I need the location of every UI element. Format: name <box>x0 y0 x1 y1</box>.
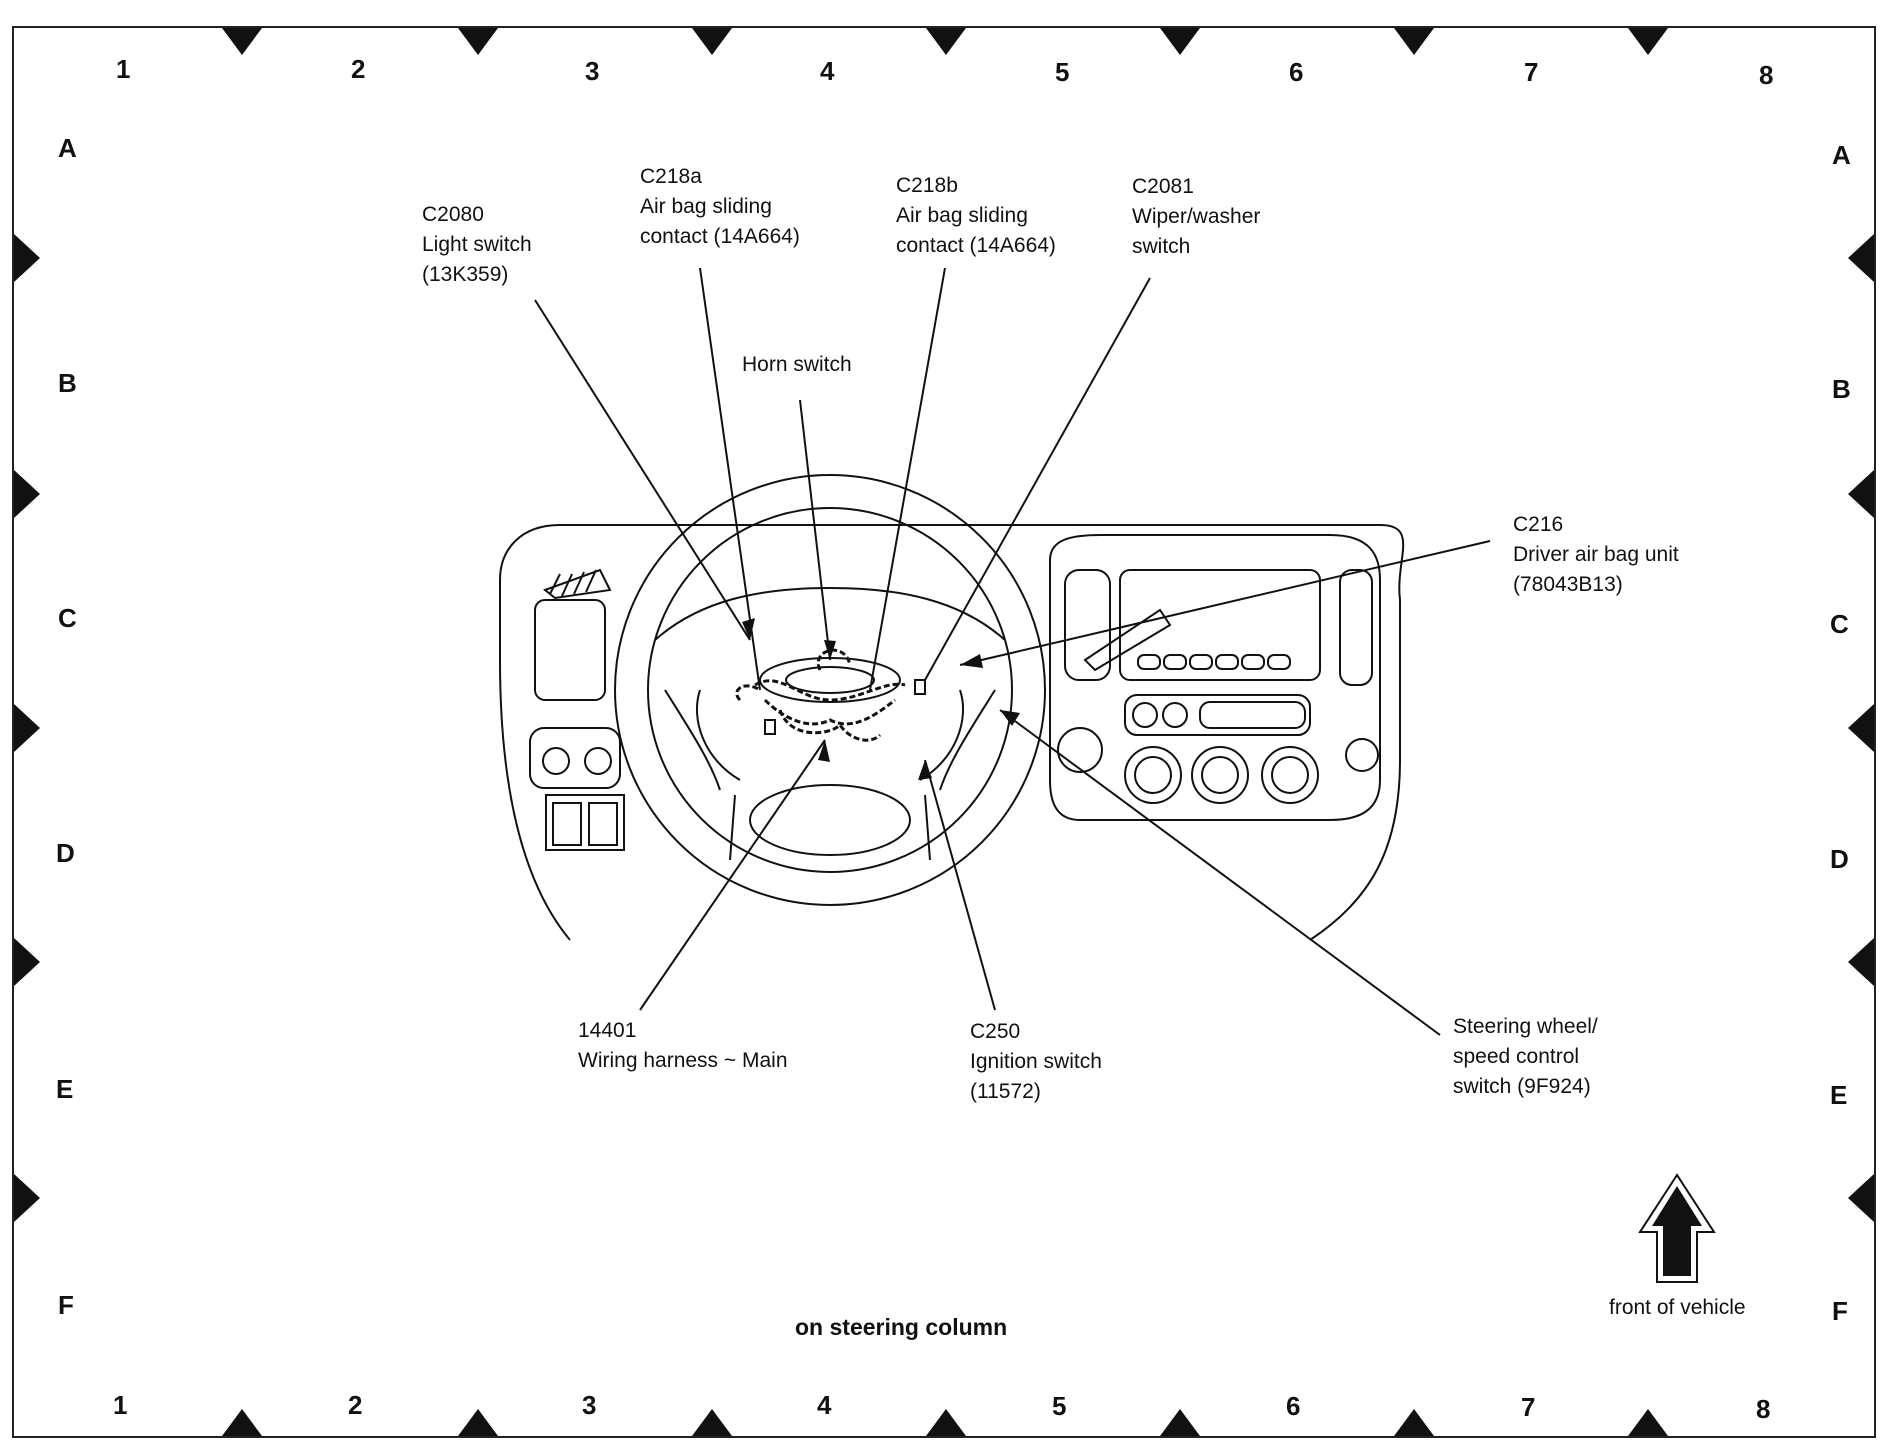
callout-c216-line2: (78043B13) <box>1513 573 1623 596</box>
callout-c218a: C218a Air bag sliding contact (14A664) <box>640 162 800 252</box>
column-label-top-8: 8 <box>1759 60 1774 90</box>
grid-marker-bottom-4 <box>926 1409 966 1436</box>
callout-c250: C250 Ignition switch (11572) <box>970 1017 1102 1107</box>
column-label-bottom-4: 4 <box>817 1390 832 1420</box>
grid-marker-left-1 <box>14 234 40 282</box>
column-label-top-7: 7 <box>1524 57 1539 87</box>
column-label-bottom-6: 6 <box>1286 1391 1301 1421</box>
column-label-bottom-3: 3 <box>582 1390 597 1420</box>
grid-marker-left-5 <box>14 1174 40 1222</box>
callout-steering-line3: switch (9F924) <box>1453 1075 1591 1098</box>
front-of-vehicle-label: front of vehicle <box>1609 1296 1746 1319</box>
column-label-top-5: 5 <box>1055 57 1070 87</box>
callout-horn-line1: Horn switch <box>742 353 852 376</box>
row-label-left-c: C <box>58 603 77 633</box>
grid-marker-right-3 <box>1848 704 1874 752</box>
callout-c218a-line1: Air bag sliding <box>640 195 772 218</box>
row-label-left-b: B <box>58 368 77 398</box>
grid-marker-left-2 <box>14 470 40 518</box>
callout-c218b: C218b Air bag sliding contact (14A664) <box>896 171 1056 261</box>
grid-marker-top-2 <box>458 28 498 55</box>
callout-c250-id: C250 <box>970 1020 1021 1043</box>
column-label-top-3: 3 <box>585 56 600 86</box>
callout-c2081-line2: switch <box>1132 235 1191 258</box>
row-label-right-d: D <box>1830 844 1849 874</box>
callout-horn-switch: Horn switch <box>742 350 852 380</box>
row-label-right-e: E <box>1830 1080 1848 1110</box>
grid-marker-left-3 <box>14 704 40 752</box>
grid-marker-bottom-3 <box>692 1409 732 1436</box>
row-label-left-f: F <box>58 1290 74 1320</box>
grid-marker-left-4 <box>14 938 40 986</box>
column-label-top-1: 1 <box>116 54 131 84</box>
grid-marker-right-5 <box>1848 1174 1874 1222</box>
leader-lines <box>534 267 1491 1036</box>
grid-marker-right-2 <box>1848 470 1874 518</box>
grid-marker-top-4 <box>926 28 966 55</box>
grid-marker-bottom-5 <box>1160 1409 1200 1436</box>
row-label-right-f: F <box>1832 1296 1848 1326</box>
callout-c2081: C2081 Wiper/washer switch <box>1132 172 1260 262</box>
row-label-right-b: B <box>1832 374 1851 404</box>
row-label-left-a: A <box>58 133 77 163</box>
grid-marker-bottom-2 <box>458 1409 498 1436</box>
callout-steering-wheel-speed-control: Steering wheel/ speed control switch (9F… <box>1453 1012 1598 1102</box>
grid-marker-right-1 <box>1848 234 1874 282</box>
callout-c218a-id: C218a <box>640 165 702 188</box>
dashboard-drawing <box>499 474 1405 941</box>
grid-marker-top-1 <box>222 28 262 55</box>
callout-c2080-line1: Light switch <box>422 233 532 256</box>
callout-c218a-line2: contact (14A664) <box>640 225 800 248</box>
column-label-bottom-5: 5 <box>1052 1391 1067 1421</box>
callout-14401: 14401 Wiring harness ~ Main <box>578 1016 788 1076</box>
column-label-top-4: 4 <box>820 56 835 86</box>
callout-c2080: C2080 Light switch (13K359) <box>422 200 532 290</box>
grid-marker-bottom-7 <box>1628 1409 1668 1436</box>
column-label-bottom-1: 1 <box>113 1390 128 1420</box>
row-label-right-a: A <box>1832 140 1851 170</box>
grid-marker-bottom-1 <box>222 1409 262 1436</box>
callout-steering-line2: speed control <box>1453 1045 1580 1068</box>
grid-marker-right-4 <box>1848 938 1874 986</box>
callout-c2081-id: C2081 <box>1132 175 1194 198</box>
callout-14401-line1: Wiring harness ~ Main <box>578 1049 788 1072</box>
callout-c250-line1: Ignition switch <box>970 1050 1102 1073</box>
column-label-top-6: 6 <box>1289 57 1304 87</box>
callout-c216-line1: Driver air bag unit <box>1513 543 1679 566</box>
leader-arrowheads <box>742 618 1020 780</box>
column-label-bottom-8: 8 <box>1756 1394 1771 1424</box>
callout-c218b-line1: Air bag sliding <box>896 204 1028 227</box>
grid-marker-top-5 <box>1160 28 1200 55</box>
callout-c2081-line1: Wiper/washer <box>1132 205 1261 228</box>
column-label-bottom-2: 2 <box>348 1390 363 1420</box>
column-label-bottom-7: 7 <box>1521 1392 1536 1422</box>
callout-steering-line1: Steering wheel/ <box>1453 1015 1598 1038</box>
grid-marker-bottom-6 <box>1394 1409 1434 1436</box>
callout-c218b-line2: contact (14A664) <box>896 234 1056 257</box>
callout-c2080-id: C2080 <box>422 203 484 226</box>
diagram-frame <box>12 26 1876 1438</box>
callout-c218b-id: C218b <box>896 174 958 197</box>
steering-wheel <box>614 474 1046 906</box>
grid-marker-top-6 <box>1394 28 1434 55</box>
row-label-left-d: D <box>56 838 75 868</box>
column-label-top-2: 2 <box>351 54 366 84</box>
callout-c216-id: C216 <box>1513 513 1564 536</box>
diagram-caption: on steering column <box>795 1314 1008 1340</box>
callout-14401-id: 14401 <box>578 1019 637 1042</box>
callout-c216: C216 Driver air bag unit (78043B13) <box>1513 510 1679 600</box>
wiring-harness <box>735 648 906 742</box>
callout-c2080-line2: (13K359) <box>422 263 509 286</box>
grid-edge-markers <box>14 28 1874 1436</box>
front-arrow-icon <box>1638 1173 1716 1283</box>
row-label-right-c: C <box>1830 609 1849 639</box>
grid-marker-top-7 <box>1628 28 1668 55</box>
callout-c250-line2: (11572) <box>970 1080 1041 1103</box>
radio-buttons <box>1137 654 1291 670</box>
grid-marker-top-3 <box>692 28 732 55</box>
row-label-left-e: E <box>56 1074 74 1104</box>
